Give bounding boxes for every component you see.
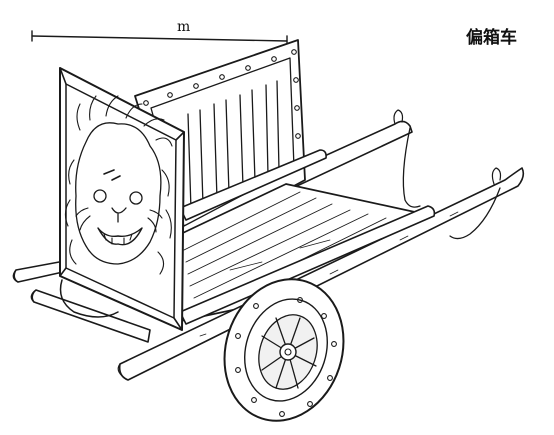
figure-caption: 偏箱车 (466, 27, 517, 48)
tiger-face-icon (64, 95, 173, 275)
deck-side-rail-upper (179, 149, 327, 221)
scale-bar: m (31, 19, 288, 47)
deck-side-rail-lower (179, 205, 436, 325)
hidden-wheel-edge (59, 279, 119, 318)
scale-unit-label: m (177, 19, 190, 35)
cart-wheel (223, 278, 345, 422)
